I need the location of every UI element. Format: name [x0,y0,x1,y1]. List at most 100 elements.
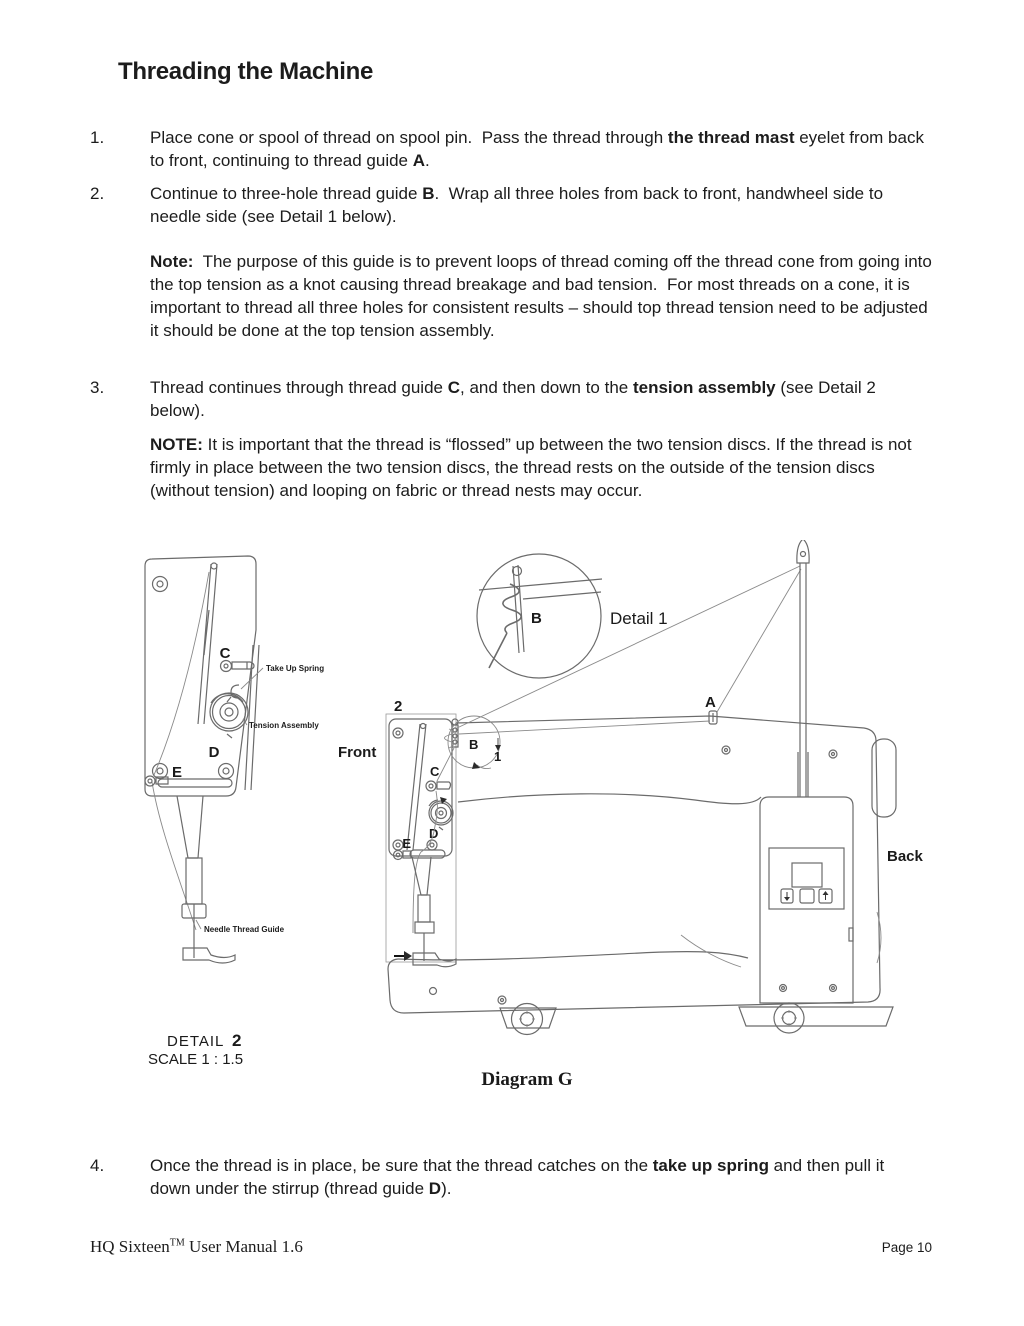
label-scale: SCALE 1 : 1.5 [148,1051,243,1068]
note-1-text: The purpose of this guide is to prevent … [150,252,937,340]
step-1: 1. Place cone or spool of thread on spool… [90,126,935,172]
thread-path-main [412,790,438,934]
thread-path [151,571,210,931]
detail2-region-box [385,713,457,963]
thread-wrap [488,583,522,669]
text-segment: . [425,151,430,170]
label-c: C [220,645,231,662]
label-a: A [705,694,716,711]
right-edge-detail [876,911,882,964]
tension-assembly-part [209,692,249,739]
text-segment: (see Detail 2 below). [150,378,881,420]
control-panel [759,796,854,1004]
take-up-spring-part [226,684,240,703]
label-d: D [209,744,220,761]
label-b-main: B [469,737,478,752]
label-detail-2-word: DETAIL [167,1033,224,1050]
step-4: 4. Once the thread is in place, be sure t… [90,1154,935,1200]
leader-line [195,919,202,930]
step-4-text: Once the thread is in place, be sure tha… [150,1154,928,1200]
footer-manual-title: HQ SixteenTM User Manual 1.6 [90,1237,303,1257]
thread-b-to-c [436,747,455,782]
faceplate-outline [144,555,257,797]
back-handle [871,738,897,818]
step-2-text: Continue to three-hole thread guide B. W… [150,182,928,228]
threading-diagram: C Take Up Spring Tension Assembly D E Ne… [144,540,924,1090]
note-1-label: Note: [150,252,194,271]
machine-body-outline [387,715,881,1014]
label-region-2: 2 [394,698,402,715]
step-3: 3. Thread continues through thread guide … [90,376,935,422]
thread-guide-e-main [392,849,412,861]
step-3-number: 3. [90,378,105,397]
thread-guide-e [144,775,169,787]
note-2-label: NOTE: [150,435,203,454]
note-1: Note: The purpose of this guide is to pr… [150,250,932,342]
step-3-text: Thread continues through thread guide C,… [150,376,928,422]
text-segment-bold: tension assembly [632,378,776,397]
step-4-number: 4. [90,1156,105,1175]
footer-trademark: TM [169,1237,185,1249]
panel-notch [848,927,854,942]
step-2: 2. Continue to three-hole thread guide B.… [90,182,935,228]
text-segment: , and then down to the [460,378,633,397]
text-segment-bold: B [422,184,435,203]
panel-screen [791,862,823,888]
machine-side-view: 2 Front B 1 C [338,540,924,1036]
body-screws [428,745,838,1005]
text-segment: eyelet from back to front, continuing to… [150,128,929,170]
step-1-text: Place cone or spool of thread on spool p… [150,126,928,172]
label-take-up-spring: Take Up Spring [266,664,324,673]
text-segment: Place cone or spool of thread on spool p… [150,128,668,147]
callout-circle [476,553,602,679]
label-back: Back [887,848,924,865]
text-segment-bold: take up spring [652,1156,769,1175]
step-2-number: 2. [90,184,105,203]
text-segment: . Wrap all three holes from back to fron… [150,184,888,226]
body-corner-curve [680,934,742,968]
leader-line [240,667,264,690]
front-wheel [499,1002,557,1036]
needle-assembly [176,795,236,964]
label-1: 1 [494,749,501,764]
thread-guide-a [708,710,718,725]
label-detail-2-num: 2 [232,1031,241,1050]
text-segment-bold: D [428,1179,442,1198]
footer-page-number: Page 10 [881,1240,932,1255]
label-tension-assembly: Tension Assembly [249,721,319,730]
thread-mast [796,540,810,797]
text-segment: and then pull it down under the stirrup … [150,1156,889,1198]
text-segment: Once the thread is in place, be sure tha… [150,1156,653,1175]
text-segment: ). [441,1179,452,1198]
label-e-main: E [402,836,411,851]
label-b-detail1: B [531,610,542,627]
thread-guide-c-main [425,780,452,792]
panel-inner [768,847,845,910]
note-2-text: It is important that the thread is “flos… [150,435,917,500]
stirrup-main [409,849,446,859]
take-up-spring-arrow [440,797,447,804]
text-segment-bold: C [447,378,460,397]
text-segment: Thread continues through thread guide [150,378,448,397]
step-1-number: 1. [90,128,105,147]
label-detail-1: Detail 1 [610,609,668,628]
detail1-callout: B Detail 1 [476,553,668,679]
tension-assembly-main [428,799,454,831]
label-needle-thread-guide: Needle Thread Guide [204,925,285,934]
head-faceplate [388,718,453,857]
button-up [818,888,833,904]
text-segment: Continue to three-hole thread guide [150,184,423,203]
panel-outline [759,796,854,1004]
label-c-main: C [430,764,440,779]
page-title: Threading the Machine [118,58,374,85]
button-middle [799,888,815,904]
arm-inner-curve [457,793,762,805]
diagram-caption: Diagram G [481,1069,573,1090]
detail2-enlarged-view: C Take Up Spring Tension Assembly D E Ne… [144,555,324,1068]
text-segment-bold: A [412,151,426,170]
label-e: E [172,764,182,781]
text-segment-bold: the thread mast [667,128,795,147]
thread-guide-c [219,659,255,673]
needle-assembly-main [411,856,457,968]
head-needle-bar [406,722,427,851]
